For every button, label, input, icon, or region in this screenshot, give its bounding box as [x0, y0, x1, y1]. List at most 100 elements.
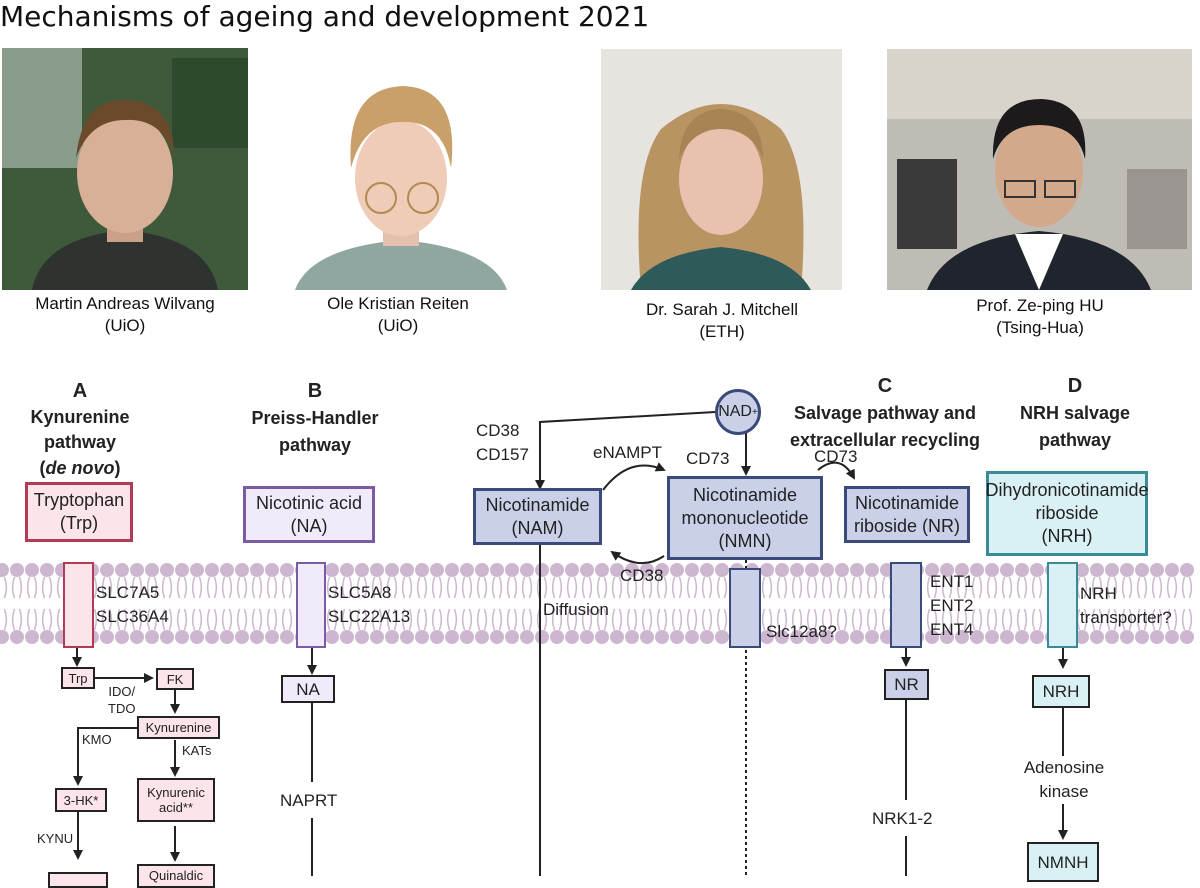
ent2-label: ENT2 [930, 596, 974, 615]
nrh-transporter-label: NRH transporter? [1080, 582, 1172, 630]
person-affiliation: (ETH) [699, 322, 745, 341]
panel-a-line1: Kynurenine [30, 407, 130, 427]
person-name: Ole Kristian Reiten [327, 294, 469, 313]
three-hk-small-box: 3-HK* [55, 788, 107, 812]
caption-sarah: Dr. Sarah J. Mitchell (ETH) [607, 299, 837, 343]
cd73-label-a: CD73 [686, 449, 730, 468]
ent-label: ENT1 ENT2 ENT4 [930, 570, 973, 642]
transporter-nrh [1047, 562, 1078, 648]
slc5a8-label: SLC5A8 [328, 583, 392, 602]
tryptophan-box: Tryptophan (Trp) [25, 482, 133, 542]
person-affiliation: (UiO) [377, 316, 419, 335]
nmn-line3: (NMN) [718, 530, 772, 551]
kats-label: KATs [182, 743, 212, 758]
slc-b-label: SLC5A8 SLC22A13 [328, 581, 410, 629]
transporter-a [63, 562, 94, 648]
transporter-ent [890, 562, 922, 648]
tryptophan-line1: Tryptophan [33, 490, 125, 510]
kynu-label: KYNU [37, 831, 74, 846]
tdo-label: TDO [108, 701, 136, 716]
panel-a-line2: pathway [43, 432, 117, 452]
panel-c-letter: C [877, 375, 893, 397]
person-affiliation: (UiO) [104, 316, 146, 335]
caption-ole: Ole Kristian Reiten (UiO) [283, 293, 513, 337]
cd38-cd157-label: CD38 CD157 [476, 419, 529, 467]
ido-label: IDO/ [108, 684, 136, 699]
panel-c-line2: extracellular recycling [789, 430, 981, 450]
nad-circle: NAD+ [715, 389, 761, 435]
transporter-b [296, 562, 326, 648]
ent4-label: ENT4 [930, 620, 974, 639]
nicotinamide-box: Nicotinamide (NAM) [473, 488, 602, 545]
photo-martin [2, 48, 248, 290]
nmnh-small-box: NMNH [1027, 842, 1099, 882]
person-affiliation: (Tsing-Hua) [996, 318, 1084, 337]
kynurenic-acid-small-box: Kynurenic acid** [137, 778, 215, 822]
panel-c-header: C Salvage pathway and extracellular recy… [775, 373, 995, 454]
kynurenic-line2: acid** [159, 800, 193, 815]
cd157-label: CD157 [476, 445, 529, 464]
diffusion-label: Diffusion [543, 600, 609, 619]
na-small-box: NA [281, 675, 335, 703]
panel-a-italic: de novo [45, 458, 115, 478]
nrk-label: NRK1-2 [872, 807, 933, 831]
next-a-small-box [48, 872, 108, 888]
panel-a-header: A Kynurenine pathway (de novo) [0, 378, 160, 481]
trp-small-box: Trp [61, 667, 95, 689]
adenosine-label: Adenosine [1023, 758, 1105, 777]
page-title: Mechanisms of ageing and development 202… [0, 0, 650, 33]
transporter-slc12a8 [729, 568, 761, 648]
cd73-label-b: CD73 [814, 447, 858, 466]
slc7a5-label: SLC7A5 [96, 583, 160, 602]
panel-b-letter: B [307, 380, 323, 402]
photo-ole [285, 48, 517, 290]
nicotinamide-line1: Nicotinamide [485, 494, 590, 515]
panel-b-line2: pathway [278, 435, 352, 455]
slc12a8-label: Slc12a8? [766, 622, 837, 641]
nrh-small-box: NRH [1032, 675, 1090, 708]
nr-line2: riboside (NR) [853, 515, 961, 536]
tryptophan-line2: (Trp) [59, 513, 99, 533]
nrh-box: Dihydronicotinamide riboside (NRH) [985, 471, 1149, 556]
panel-a-line3: (de novo) [0, 455, 160, 481]
photo-zeping [887, 49, 1192, 290]
enampt-label: eNAMPT [593, 443, 662, 462]
quinaldic-small-box: Quinaldic [137, 864, 215, 888]
ent1-label: ENT1 [930, 572, 974, 591]
nicotinic-acid-line1: Nicotinic acid [255, 492, 363, 513]
nr-small-box: NR [884, 669, 929, 700]
nrh-line2: riboside [1035, 503, 1099, 523]
panel-d-line2: pathway [1038, 430, 1112, 450]
nrh-line1: Dihydronicotinamide [985, 480, 1149, 500]
nicotinamide-line2: (NAM) [511, 517, 564, 538]
nad-plus: + [751, 406, 758, 418]
nmn-box: Nicotinamide mononucleotide (NMN) [667, 476, 823, 560]
nrh-transporter-line2: transporter? [1080, 608, 1172, 627]
kmo-label: KMO [82, 732, 112, 747]
person-name: Martin Andreas Wilvang [35, 294, 215, 313]
panel-c-line1: Salvage pathway and [793, 403, 977, 423]
nad-label: NAD [718, 403, 752, 420]
panel-a-open: ( [39, 458, 46, 478]
nr-line1: Nicotinamide [854, 492, 960, 513]
nrh-transporter-line1: NRH [1080, 584, 1117, 603]
naprt-label: NAPRT [280, 789, 338, 813]
cd38-lower-label: CD38 [620, 566, 664, 585]
photo-sarah [601, 49, 842, 290]
slc-a-label: SLC7A5 SLC36A4 [96, 581, 169, 629]
cell-membrane [0, 563, 1194, 644]
caption-martin: Martin Andreas Wilvang (UiO) [10, 293, 240, 337]
cd38-label: CD38 [476, 421, 520, 440]
kinase-label: kinase [1039, 782, 1089, 801]
ido-tdo-label: IDO/ TDO [108, 683, 135, 717]
kynurenic-line1: Kynurenic [147, 785, 205, 800]
nmn-line2: mononucleotide [681, 507, 809, 528]
caption-zeping: Prof. Ze-ping HU (Tsing-Hua) [925, 295, 1155, 339]
panel-b-line1: Preiss-Handler [251, 408, 379, 428]
person-name: Prof. Ze-ping HU [976, 296, 1104, 315]
fk-small-box: FK [156, 668, 194, 690]
slc22a13-label: SLC22A13 [328, 607, 411, 626]
nr-box: Nicotinamide riboside (NR) [844, 486, 970, 543]
panel-d-line1: NRH salvage [1019, 403, 1131, 423]
